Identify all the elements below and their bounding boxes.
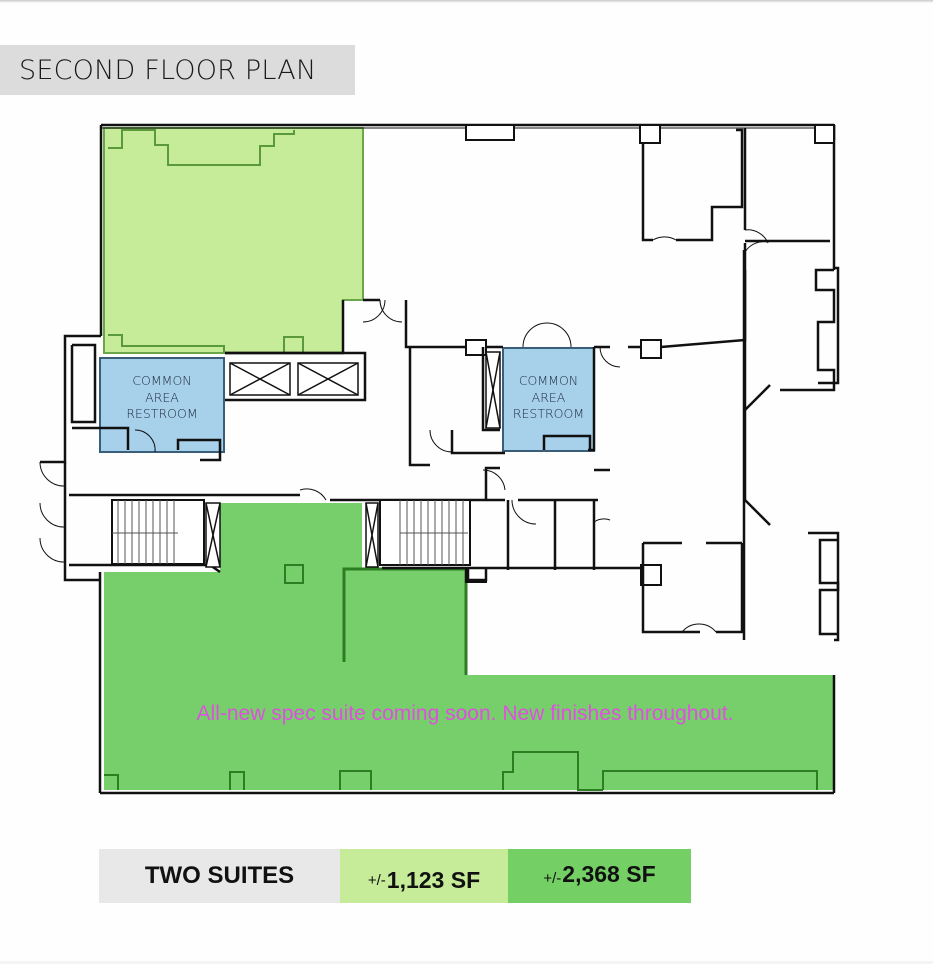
legend-suite-a-area: 1,123 SF bbox=[386, 866, 481, 893]
spec-suite-note: All-new spec suite coming soon. New fini… bbox=[196, 702, 734, 725]
page-title-box: SECOND FLOOR PLAN bbox=[0, 45, 355, 95]
suites-legend: TWO SUITES +/- 1,123 SF +/- 2,368 SF bbox=[99, 849, 691, 903]
legend-suite-a-prefix: +/- bbox=[367, 871, 386, 889]
restroom-west-label: COMMON AREA RESTROOM bbox=[126, 373, 198, 421]
bottom-edge bbox=[0, 961, 933, 964]
page-title: SECOND FLOOR PLAN bbox=[19, 54, 317, 86]
legend-suite-b-prefix: +/- bbox=[543, 869, 562, 887]
restroom-east-area bbox=[502, 347, 595, 452]
legend-suite-a[interactable]: +/- 1,123 SF bbox=[340, 849, 508, 903]
legend-title: TWO SUITES bbox=[99, 849, 340, 903]
floor-plan: COMMON AREA RESTROOM COMMON AREA RESTROO… bbox=[39, 123, 840, 795]
top-edge-shadow bbox=[0, 0, 933, 3]
legend-suite-b-area: 2,368 SF bbox=[562, 860, 656, 887]
stairs bbox=[111, 499, 471, 566]
floor-plan-drawing bbox=[39, 123, 840, 795]
suite-a-area[interactable] bbox=[103, 127, 364, 354]
restroom-east-label: COMMON AREA RESTROOM bbox=[512, 373, 585, 421]
restroom-west-area bbox=[99, 357, 225, 453]
legend-suite-b[interactable]: +/- 2,368 SF bbox=[508, 849, 691, 903]
